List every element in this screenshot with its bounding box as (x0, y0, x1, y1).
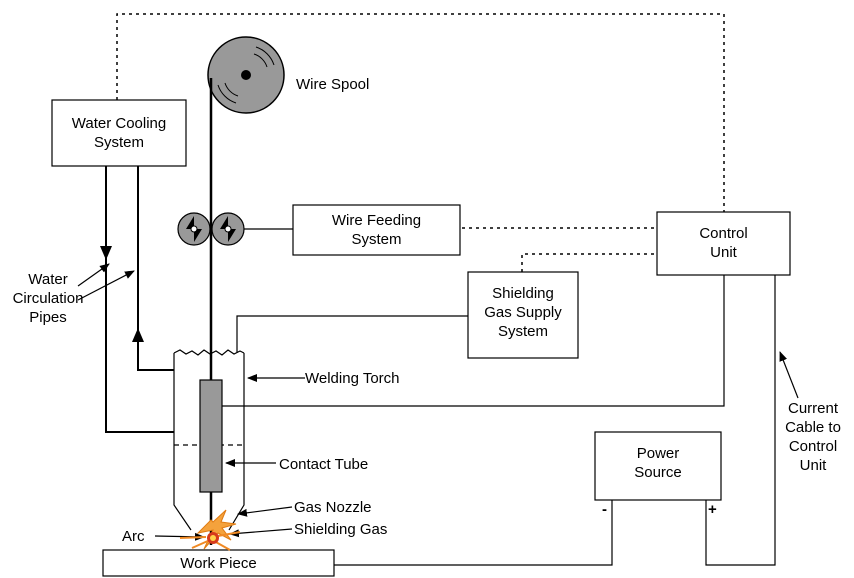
feed-rollers (177, 212, 293, 246)
wire-feeding-box (292, 204, 461, 256)
work-piece-box (102, 549, 335, 577)
wire-spool (207, 36, 285, 114)
water-cooling-box (51, 99, 187, 167)
component-boxes (51, 99, 791, 577)
wire-spool-label: Wire Spool (296, 76, 370, 93)
negative-terminal-label: - (602, 501, 607, 518)
gas-nozzle-label: Gas Nozzle (294, 499, 372, 516)
welding-torch (173, 349, 245, 531)
contact-tube-label: Contact Tube (279, 456, 369, 473)
gas-supply-line (236, 315, 468, 353)
shielding-gas-supply-label: Shielding Gas Supply System (484, 285, 562, 340)
cables (222, 275, 776, 566)
control-unit-label: Control Unit (699, 225, 748, 261)
power-source-box (594, 431, 722, 501)
welding-torch-label: Welding Torch (305, 370, 400, 387)
current-cable-label: Current Cable to Control Unit (785, 400, 841, 474)
work-piece-label: Work Piece (180, 555, 257, 572)
power-source-label: Power Source (634, 445, 682, 481)
wire-feeding-label: Wire Feeding System (331, 212, 422, 248)
contact-tube (199, 379, 223, 493)
water-circulation-pipes-label: Water Circulation Pipes (12, 271, 84, 326)
shielding-gas-label: Shielding Gas (294, 521, 388, 538)
water-cooling-label: Water Cooling System (71, 115, 167, 151)
control-signal-lines (116, 13, 725, 272)
arc-label: Arc (122, 528, 145, 545)
arc-sparks (179, 509, 241, 551)
shielding-gas-box (467, 271, 579, 359)
water-pipes (105, 166, 174, 433)
control-unit-box (656, 211, 791, 276)
label-arrows (77, 263, 799, 541)
positive-terminal-label: + (708, 501, 717, 518)
